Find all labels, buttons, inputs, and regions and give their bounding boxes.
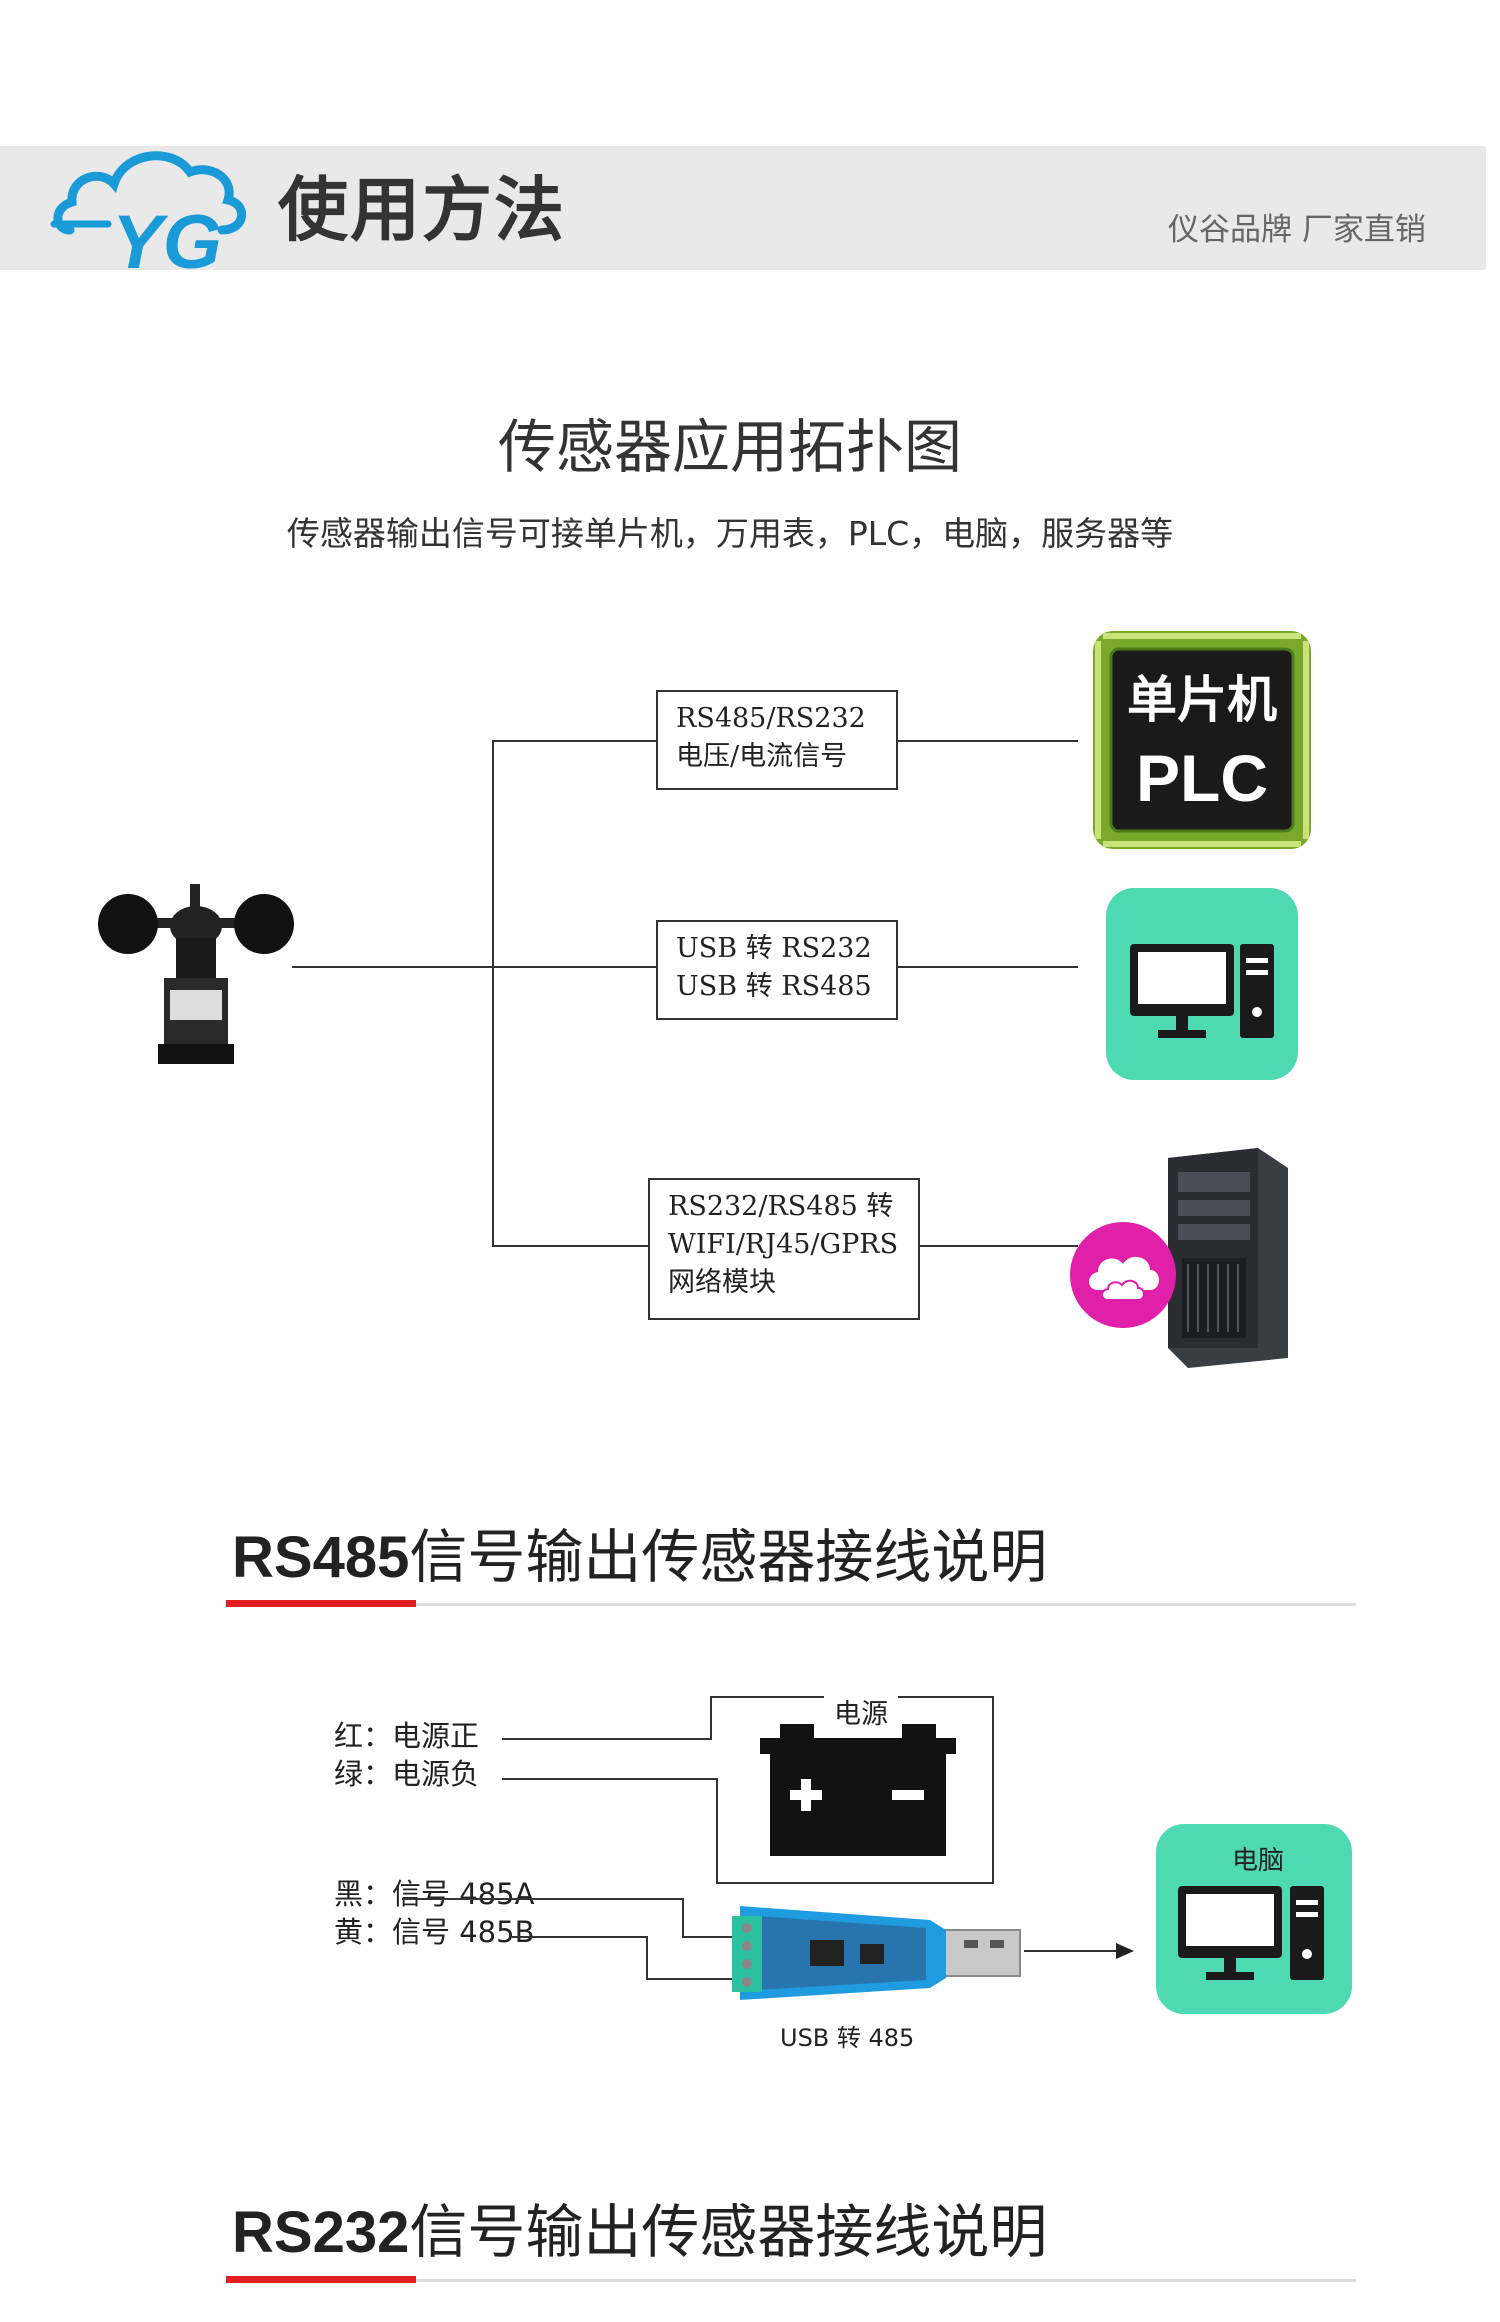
wire-label-green: 绿：电源负 [334,1757,480,1791]
rs232-title-rest: 信号输出传感器接线说明 [409,2198,1048,2266]
wire-label-yellow: 黄：信号 485B [334,1915,535,1949]
signal-box-line: 电压/电流信号 [676,741,848,772]
rs232-title-red-underline [226,2276,416,2283]
pc-label: 电脑 [1231,1846,1284,1876]
rs485-title-rest: 信号输出传感器接线说明 [409,1523,1048,1591]
bus-line-vertical [492,740,494,1246]
rs485-title-red-underline [226,1600,416,1607]
wire-485a-v [682,1898,684,1938]
rs232-section-title: RS232信号输出传感器接线说明 [232,2197,1047,2268]
signal-box-rs485-rs232: RS485/RS232 电压/电流信号 [656,690,898,790]
topology-title: 传感器应用拓扑图 [497,413,962,481]
computer-tile-icon [1106,888,1298,1080]
signal-box-line: WIFI/RJ45/GPRS [668,1229,899,1260]
arrow-right-icon [1116,1943,1134,1959]
signal-box-line: RS485/RS232 [676,703,866,734]
rs485-section-title: RS485信号输出传感器接线说明 [232,1522,1047,1593]
wire-power-neg-h [502,1778,718,1780]
wire-485a-h2 [682,1936,742,1938]
wire-485b-h [512,1936,648,1938]
wire-power-pos-v [710,1696,712,1740]
signal-box-line: 网络模块 [668,1267,776,1298]
signal-box-line: USB 转 RS485 [676,971,872,1002]
wire-power-top-left [710,1696,824,1698]
plc-chip-label-plc: PLC [1136,741,1268,815]
wire-label-red: 红：电源正 [334,1719,480,1753]
usb-to-485-converter-image [732,1906,1021,2000]
brand-slogan: 仪谷品牌 厂家直销 [1168,212,1426,248]
signal-box-line: RS232/RS485 转 [668,1191,894,1222]
computer-tile-icon [1156,1824,1352,2014]
wire-power-neg-inner [716,1778,718,1884]
wire-485a-h [402,1898,684,1900]
server-tower-icon [1168,1148,1288,1368]
wire-485b-h2 [646,1978,742,1980]
wire-power-right [992,1696,994,1884]
rs485-title-bold: RS485 [232,1525,410,1590]
brand-logo: YG [50,151,247,278]
wire-power-top-right [898,1696,994,1698]
usb-to-485-label: USB 转 485 [780,2024,915,2052]
rs232-title-rule [226,2279,1356,2282]
signal-box-usb: USB 转 RS232 USB 转 RS485 [656,920,898,1020]
rs485-title-rule [226,1603,1356,1606]
rs232-title-bold: RS232 [232,2200,410,2265]
topology-subtitle: 传感器输出信号可接单片机，万用表，PLC，电脑，服务器等 [286,514,1174,553]
signal-box-network: RS232/RS485 转 WIFI/RJ45/GPRS 网络模块 [648,1178,920,1320]
wire-power-bottom [716,1882,994,1884]
page-title: 使用方法 [278,169,566,251]
plc-chip-icon [1093,631,1311,849]
header-band [0,146,1486,270]
cloud-icon [1070,1222,1176,1328]
wire-485b-v [646,1936,648,1980]
plc-chip-label-mcu: 单片机 [1127,671,1277,729]
anemometer-sensor-image [98,884,294,1064]
signal-box-line: USB 转 RS232 [676,933,872,964]
usb-to-pc-arrow-line [1024,1950,1122,1952]
wire-power-pos-h [502,1738,712,1740]
logo-letters: YG [112,200,222,278]
wire-label-black: 黑：信号 485A [334,1877,535,1911]
battery-icon [760,1724,956,1856]
power-label: 电源 [826,1692,896,1731]
